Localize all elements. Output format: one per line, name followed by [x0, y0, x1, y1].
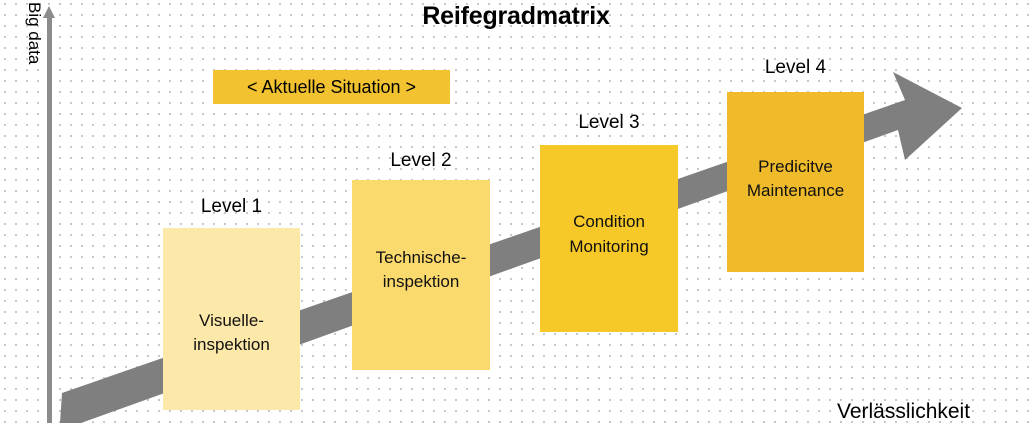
- y-axis-label: Big data: [25, 2, 44, 65]
- page-title: Reifegradmatrix: [422, 2, 610, 30]
- level-4-caption: Level 4: [764, 57, 827, 78]
- up-arrow-icon: [43, 6, 55, 18]
- level-2-line-1: Technische-: [375, 247, 467, 267]
- y-axis-line: [47, 14, 52, 423]
- diagonal-arrow-icon: [60, 72, 962, 423]
- level-1-box[interactable]: Visuelle- inspektion: [163, 228, 300, 410]
- level-1-line-1: Visuelle-: [199, 310, 264, 330]
- x-axis-label: Verlässlichkeit: [837, 400, 971, 423]
- level-3-box[interactable]: Condition Monitoring: [540, 145, 678, 332]
- level-3-line-2: Monitoring: [569, 236, 649, 256]
- current-situation-label: < Aktuelle Situation >: [246, 76, 417, 97]
- current-situation-banner[interactable]: < Aktuelle Situation >: [213, 70, 450, 104]
- level-2-box[interactable]: Technische- inspektion: [352, 180, 490, 370]
- level-4-line-1: Predicitve: [758, 156, 833, 176]
- level-4-line-2: Maintenance: [746, 181, 845, 200]
- level-1-line-2: inspektion: [193, 335, 270, 354]
- level-4-box[interactable]: Predicitve Maintenance: [727, 92, 864, 272]
- level-3-line-1: Condition: [573, 212, 645, 232]
- level-2-line-2: inspektion: [382, 272, 460, 291]
- level-1-caption: Level 1: [200, 196, 263, 217]
- level-3-caption: Level 3: [578, 112, 640, 133]
- level-2-caption: Level 2: [390, 150, 452, 171]
